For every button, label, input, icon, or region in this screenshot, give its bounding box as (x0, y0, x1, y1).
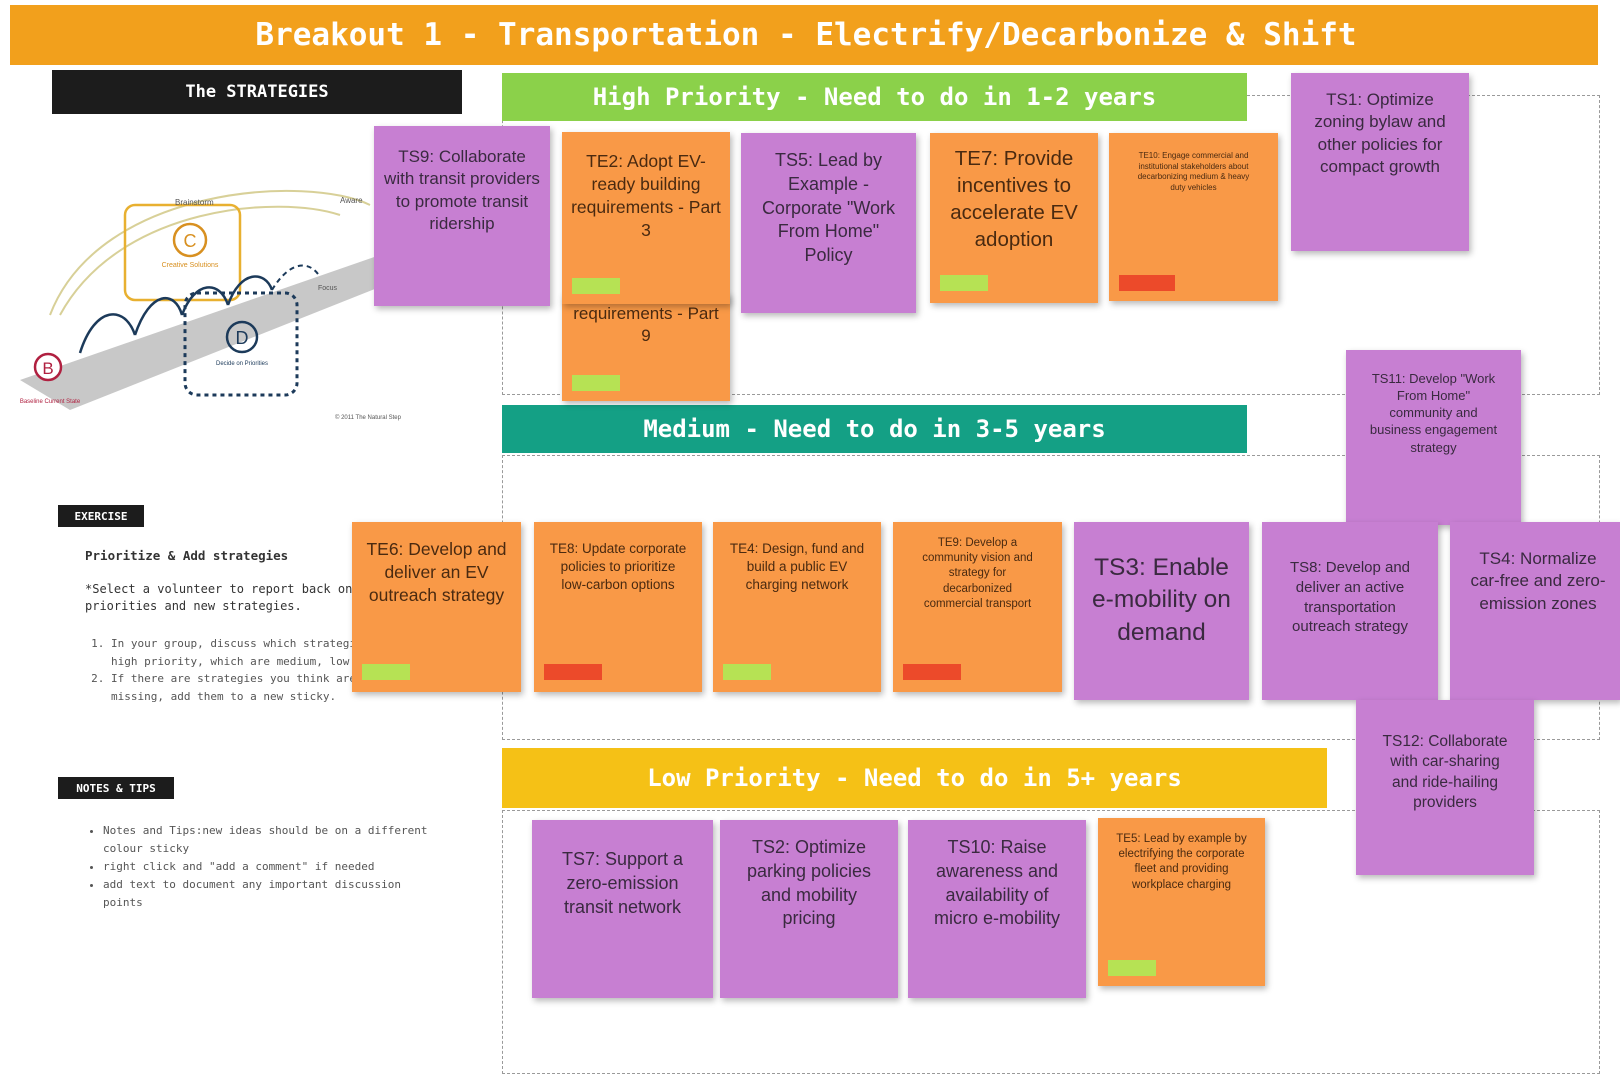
medium-priority-header: Medium - Need to do in 3-5 years (502, 405, 1247, 453)
sticky-te2[interactable]: TE2: Adopt EV-ready building requirement… (562, 132, 730, 304)
sticky-text: TS12: Collaborate with car-sharing and r… (1382, 733, 1508, 812)
diagram-c-caption: Creative Solutions (162, 262, 219, 269)
sticky-text: TE7: Provide incentives to accelerate EV… (950, 147, 1078, 252)
diagram-c-letter: C (184, 231, 197, 251)
sticky-text: TE2: Adopt EV-ready building requirement… (571, 151, 721, 241)
exercise-steps: In your group, discuss which strategies … (95, 635, 411, 705)
exercise-heading: Prioritize & Add strategies (85, 548, 289, 563)
sticky-te4[interactable]: TE4: Design, fund and build a public EV … (713, 522, 881, 692)
sticky-text: TE8: Update corporate policies to priori… (549, 541, 687, 592)
low-priority-header: Low Priority - Need to do in 5+ years (502, 748, 1327, 808)
sticky-te8[interactable]: TE8: Update corporate policies to priori… (534, 522, 702, 692)
notes-item: add text to document any important discu… (103, 876, 443, 912)
sticky-text: TE10: Engage commercial and institutiona… (1137, 151, 1250, 192)
diagram-copyright: © 2011 The Natural Step (335, 414, 402, 421)
diagram-b-letter: B (42, 359, 53, 378)
sticky-text: TS5: Lead by Example - Corporate "Work F… (761, 150, 896, 265)
sticky-text: TS11: Develop "Work From Home" community… (1369, 371, 1498, 455)
status-tag-green (940, 275, 988, 291)
sticky-ts7[interactable]: TS7: Support a zero-emission transit net… (532, 820, 713, 998)
diagram-b-caption: Baseline Current State (20, 399, 81, 405)
sticky-text: TE5: Lead by example by electrifying the… (1116, 833, 1247, 891)
status-tag-red (544, 664, 602, 680)
sticky-text: TS3: Enable e-mobility on demand (1092, 554, 1231, 646)
sticky-te10[interactable]: TE10: Engage commercial and institutiona… (1109, 133, 1278, 301)
exercise-tag: EXERCISE (58, 505, 144, 527)
sticky-text: TS7: Support a zero-emission transit net… (561, 849, 684, 917)
sticky-te6[interactable]: TE6: Develop and deliver an EV outreach … (352, 522, 521, 692)
sticky-text: TE4: Design, fund and build a public EV … (729, 541, 865, 592)
sticky-text: TE6: Develop and deliver an EV outreach … (366, 539, 507, 606)
notes-list: Notes and Tips:new ideas should be on a … (90, 822, 443, 912)
sticky-text: TE9: Develop a community vision and stra… (922, 537, 1033, 610)
sticky-text: TS9: Collaborate with transit providers … (384, 147, 540, 234)
status-tag-green (723, 664, 771, 680)
sticky-ts4[interactable]: TS4: Normalize car-free and zero-emissio… (1450, 522, 1620, 700)
sticky-te7[interactable]: TE7: Provide incentives to accelerate EV… (930, 133, 1098, 303)
status-tag-red (1119, 275, 1175, 291)
sticky-ts5[interactable]: TS5: Lead by Example - Corporate "Work F… (741, 133, 916, 313)
sticky-te5[interactable]: TE5: Lead by example by electrifying the… (1098, 818, 1265, 986)
diagram-focus-label: Focus (318, 285, 338, 292)
sticky-ts10[interactable]: TS10: Raise awareness and availability o… (908, 820, 1086, 998)
sticky-text: TS8: Develop and deliver an active trans… (1289, 559, 1411, 636)
sticky-text: TS10: Raise awareness and availability o… (933, 837, 1061, 929)
exercise-step: In your group, discuss which strategies … (111, 635, 411, 670)
sticky-ts2[interactable]: TS2: Optimize parking policies and mobil… (720, 820, 898, 998)
notes-tips-tag: NOTES & TIPS (58, 777, 174, 799)
board-title: Breakout 1 - Transportation - Electrify/… (10, 5, 1598, 65)
status-tag-green (572, 278, 620, 294)
sticky-ts8[interactable]: TS8: Develop and deliver an active trans… (1262, 522, 1438, 700)
notes-item: Notes and Tips:new ideas should be on a … (103, 822, 443, 858)
status-tag-green (362, 664, 410, 680)
sticky-te9[interactable]: TE9: Develop a community vision and stra… (893, 522, 1062, 692)
sticky-text: TS1: Optimize zoning bylaw and other pol… (1314, 90, 1446, 177)
diagram-aware-label: Aware (340, 196, 363, 205)
sticky-ts12[interactable]: TS12: Collaborate with car-sharing and r… (1356, 700, 1534, 875)
diagram-d-caption: Decide on Priorities (216, 361, 268, 367)
exercise-step: If there are strategies you think are mi… (111, 670, 411, 705)
status-tag-red (903, 664, 961, 680)
high-priority-header: High Priority - Need to do in 1-2 years (502, 73, 1247, 121)
sticky-ts9[interactable]: TS9: Collaborate with transit providers … (374, 126, 550, 306)
strategies-header: The STRATEGIES (52, 70, 462, 114)
process-diagram: C Creative Solutions Brainstorm Aware Fo… (20, 189, 410, 421)
sticky-ts1[interactable]: TS1: Optimize zoning bylaw and other pol… (1291, 73, 1469, 251)
sticky-te2-part9[interactable]: requirements - Part 9 (562, 293, 730, 401)
sticky-ts11[interactable]: TS11: Develop "Work From Home" community… (1346, 350, 1521, 525)
sticky-text: TS4: Normalize car-free and zero-emissio… (1470, 549, 1606, 613)
diagram-brainstorm-label: Brainstorm (175, 198, 214, 207)
diagram-d-letter: D (236, 328, 249, 348)
status-tag-green (572, 375, 620, 391)
notes-item: right click and "add a comment" if neede… (103, 858, 443, 876)
sticky-ts3[interactable]: TS3: Enable e-mobility on demand (1074, 522, 1249, 700)
sticky-text: TS2: Optimize parking policies and mobil… (746, 837, 872, 929)
exercise-note: *Select a volunteer to report back on pr… (85, 582, 353, 613)
status-tag-green (1108, 960, 1156, 976)
sticky-text: requirements - Part 9 (573, 304, 719, 346)
